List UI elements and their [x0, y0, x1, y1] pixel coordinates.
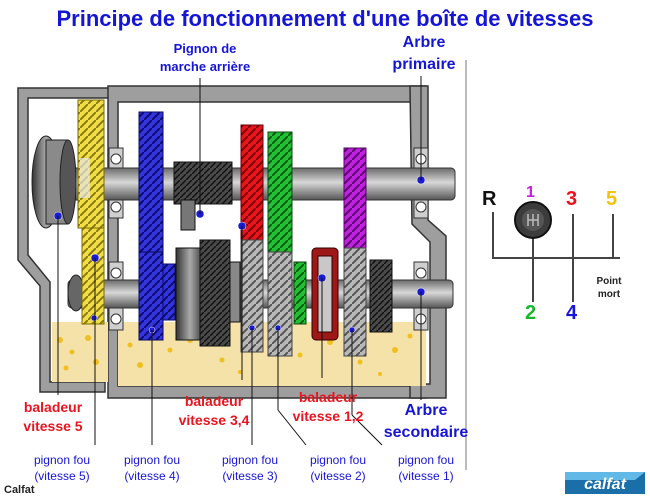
gear-4-label: 4: [566, 302, 578, 324]
svg-text:calfat: calfat: [584, 476, 626, 493]
slider-1-2: [311, 247, 339, 341]
gear-4-pair: [138, 111, 176, 341]
slider-3-4: [175, 239, 241, 347]
shift-pattern: [492, 201, 620, 302]
gear-2-label: 2: [525, 302, 537, 324]
reverse-pinion-label: Pignon de marche arrière: [159, 41, 251, 74]
input-flange: [31, 135, 85, 312]
calfat-logo: calfat: [565, 472, 645, 494]
gear-1-label: 1: [526, 184, 535, 201]
slider-3-4-label: baladeur vitesse 3,4: [178, 393, 250, 428]
bearings: [108, 147, 429, 331]
gear-r-label: R: [482, 188, 497, 210]
credit-text: Calfat: [4, 484, 35, 496]
idle-pinion-3-label: pignon fou (vitesse 3): [221, 453, 279, 483]
reverse-gear: [173, 161, 233, 231]
neutral-label: Point mort: [596, 276, 622, 300]
primary-shaft-label: Arbre primaire: [392, 34, 456, 73]
slider-5-label: baladeur vitesse 5: [23, 399, 83, 434]
page-title: Principe de fonctionnement d'une boîte d…: [56, 6, 594, 31]
leader-lines: [57, 76, 422, 446]
idle-pinion-5-label: pignon fou (vitesse 5): [33, 453, 91, 483]
idle-pinion-2-label: pignon fou (vitesse 2): [309, 453, 367, 483]
slider-1-2-label: baladeur vitesse 1,2: [292, 389, 364, 424]
gear-3-pair: [240, 124, 264, 353]
gear-2-pair: [267, 131, 307, 357]
gear-5-label: 5: [606, 188, 618, 210]
secondary-shaft-label: Arbre secondaire: [383, 402, 469, 441]
gear-5-pair: [77, 99, 105, 325]
idle-pinion-1-label: pignon fou (vitesse 1): [397, 453, 455, 483]
idle-pinion-4-label: pignon fou (vitesse 4): [123, 453, 181, 483]
gear-3-label: 3: [566, 188, 578, 210]
